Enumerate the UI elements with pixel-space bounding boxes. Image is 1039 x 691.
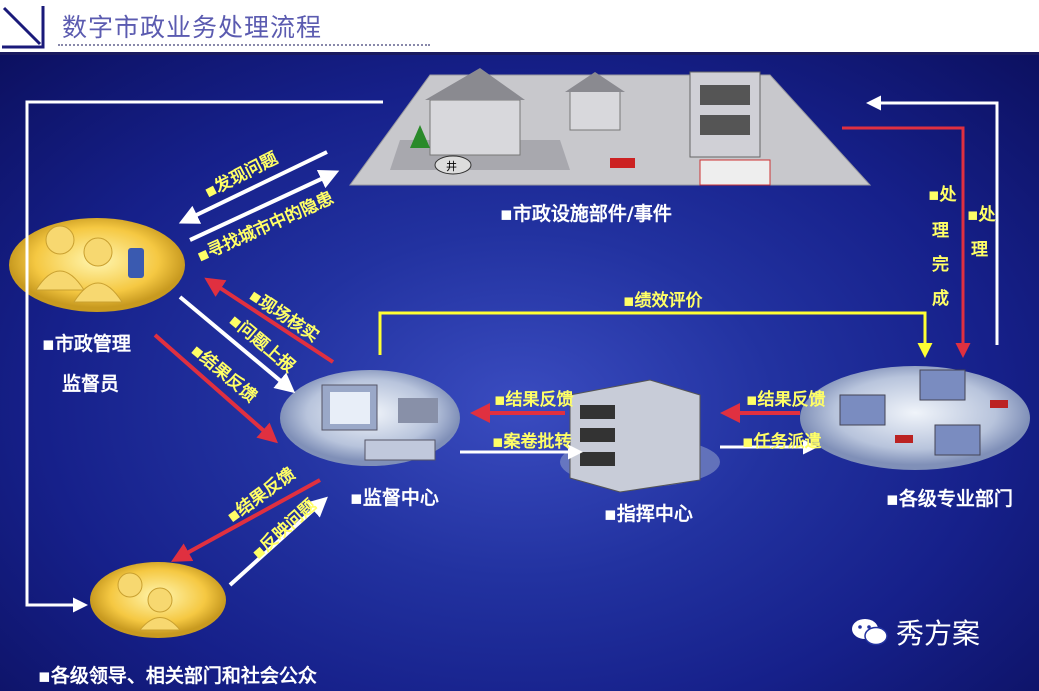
command-center-icon bbox=[560, 379, 720, 493]
public-icon bbox=[90, 562, 226, 638]
svg-text:理: 理 bbox=[932, 221, 949, 241]
svg-text:理: 理 bbox=[971, 240, 988, 260]
feedback-command-label: ▪结果反馈 bbox=[746, 389, 826, 410]
evaluation-arrow bbox=[378, 311, 933, 358]
svg-text:▪处: ▪处 bbox=[928, 184, 958, 205]
monitor-center-icon bbox=[280, 370, 460, 466]
command-center-label: ▪指挥中心 bbox=[604, 502, 693, 525]
supervisor-label-2: 监督员 bbox=[62, 372, 119, 395]
feedback-monitor-label: ▪结果反馈 bbox=[494, 389, 574, 410]
public-label: ▪各级领导、相关部门和社会公众 bbox=[38, 664, 317, 687]
transfer-label: ▪案卷批转 bbox=[492, 431, 572, 452]
departments-label: ▪各级专业部门 bbox=[886, 487, 1013, 510]
svg-text:完: 完 bbox=[932, 254, 949, 275]
reflect-arrow bbox=[228, 496, 328, 587]
dispatch-label: ▪任务派遣 bbox=[742, 431, 822, 452]
supervisor-label: ▪市政管理 bbox=[42, 332, 131, 355]
evaluation-label: ▪绩效评价 bbox=[623, 290, 704, 311]
departments-icon bbox=[800, 366, 1030, 470]
report-arrow bbox=[178, 295, 296, 394]
corner-arrow-icon bbox=[2, 6, 45, 49]
title-divider bbox=[58, 44, 430, 46]
supervisor-icon bbox=[9, 218, 185, 312]
done-label: ▪处 理 完 成 bbox=[928, 184, 958, 309]
process-done-arrow bbox=[842, 126, 971, 358]
watermark-text: 秀方案 bbox=[896, 617, 981, 650]
discover-arrow bbox=[178, 150, 328, 224]
svg-text:▪处: ▪处 bbox=[967, 204, 997, 225]
wechat-icon bbox=[852, 619, 888, 646]
feedback-public-arrow bbox=[170, 478, 321, 562]
city-illustration: 井 bbox=[349, 68, 872, 186]
loop-arrow-right bbox=[866, 95, 999, 345]
page-title: 数字市政业务处理流程 bbox=[62, 13, 323, 42]
verify-arrow bbox=[204, 277, 335, 364]
feedback-supervisor-arrow bbox=[153, 333, 279, 444]
monitor-center-label: ▪监督中心 bbox=[350, 486, 439, 509]
watermark: 秀方案 bbox=[850, 612, 980, 652]
svg-text:井: 井 bbox=[446, 159, 457, 173]
header: 数字市政业务处理流程 bbox=[0, 0, 1039, 52]
facilities-label: ▪市政设施部件/事件 bbox=[500, 202, 672, 225]
svg-text:成: 成 bbox=[932, 288, 949, 309]
loop-arrow-left bbox=[25, 100, 383, 613]
search-arrow bbox=[189, 169, 340, 242]
process-label: ▪处 理 bbox=[967, 204, 997, 260]
